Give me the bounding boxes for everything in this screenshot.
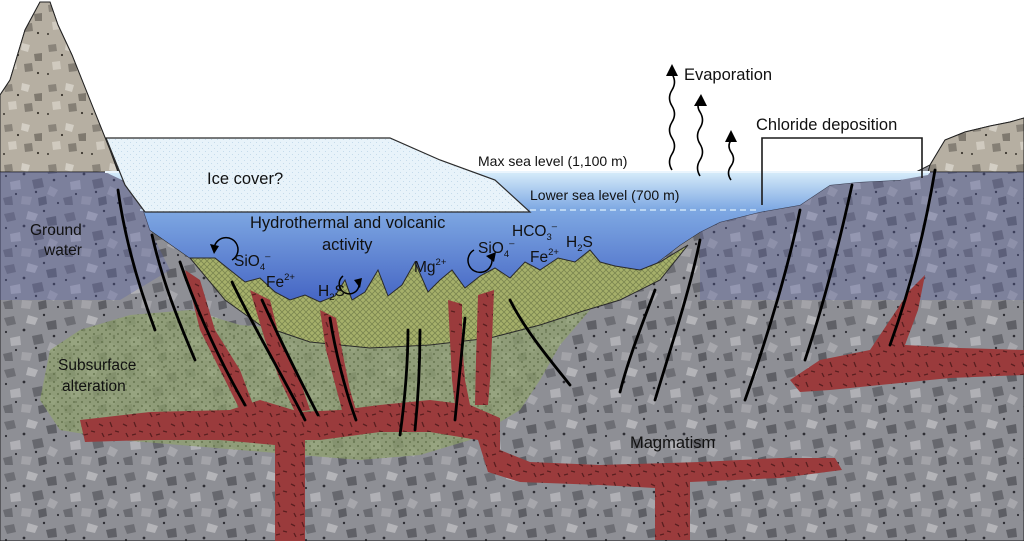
chloride-deposition-label: Chloride deposition — [756, 116, 897, 134]
circulation-arrow-left — [213, 236, 239, 261]
circulation-arrowhead-h2s — [354, 278, 362, 288]
silicate-ion-right: SiO4– — [478, 238, 515, 260]
max-sea-level-label: Max sea level (1,100 m) — [478, 153, 627, 169]
hydrothermal-label-line1: Hydrothermal and volcanic — [250, 214, 445, 232]
hydrogen-sulfide-right: H2S — [566, 234, 593, 254]
magnesium-ion: Mg2+ — [414, 257, 447, 276]
evaporation-arrows — [668, 73, 735, 181]
seafloor-volcanic-deposits — [188, 244, 689, 349]
magma-body-main — [80, 400, 842, 541]
magma-feeders — [185, 270, 494, 412]
silicate-ion-left: SiO4– — [234, 251, 271, 273]
lower-sea-level-label: Lower sea level (700 m) — [530, 187, 679, 203]
hydrothermal-label-line2: activity — [322, 236, 373, 254]
magmatism-label: Magmatism — [630, 434, 715, 452]
evaporation-label: Evaporation — [684, 66, 772, 84]
fault-lines — [116, 168, 937, 437]
ground-water-label-line2: water — [43, 242, 82, 259]
subsurface-alteration-label-line1: Subsurface — [58, 357, 136, 374]
circulation-arrow-right — [467, 249, 493, 274]
iron-ion-right: Fe2+ — [530, 247, 559, 266]
evaporation-arrowhead-2 — [694, 94, 707, 106]
bicarbonate-ion: HCO3– — [512, 221, 558, 243]
magma-dike-right — [790, 275, 1024, 392]
groundwater-zone-right — [700, 172, 1024, 300]
hydrogen-sulfide-left: H2S — [318, 283, 345, 303]
circulation-arrow-h2s — [338, 275, 360, 295]
chloride-deposition-bracket — [761, 137, 923, 205]
left-mountain — [0, 1, 119, 173]
subsurface-alteration-label-line2: alteration — [62, 378, 126, 395]
ice-cover-label: Ice cover? — [207, 170, 283, 188]
circulation-arrowhead-left — [210, 244, 219, 254]
circulation-arrowhead-right — [486, 252, 496, 262]
evaporation-arrowhead-1 — [666, 64, 678, 76]
ice-cover — [105, 137, 532, 213]
ground-water-label-line1: Ground — [30, 222, 82, 239]
groundwater-zone — [0, 172, 170, 300]
iron-ion-left: Fe2+ — [266, 272, 295, 291]
evaporation-arrowhead-3 — [725, 130, 737, 142]
right-mountain — [927, 117, 1024, 173]
